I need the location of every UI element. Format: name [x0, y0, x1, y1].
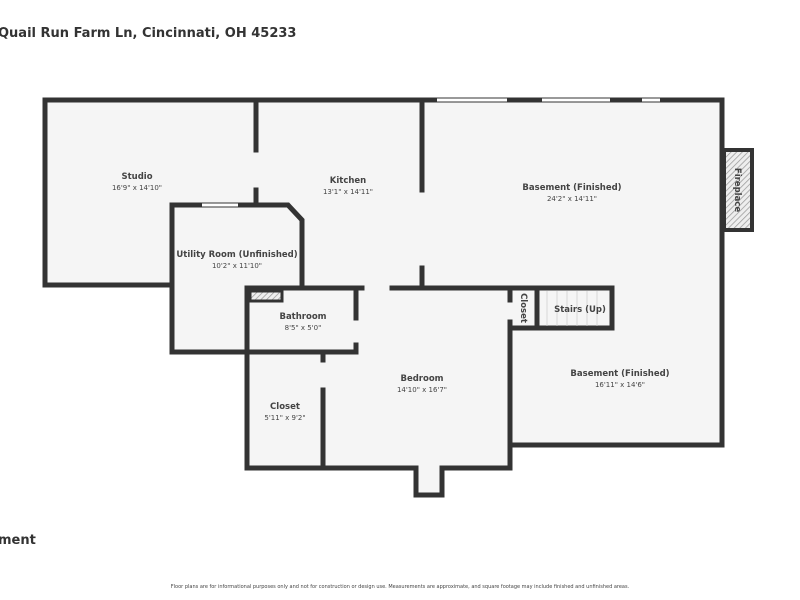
- room-basement-south: Basement (Finished) 16'11" x 14'6": [570, 369, 669, 389]
- room-basement-north: Basement (Finished) 24'2" x 14'11": [522, 183, 621, 203]
- floor-area: [45, 100, 722, 495]
- fireplace-label: Fireplace: [732, 168, 742, 212]
- svg-text:Basement (Finished): Basement (Finished): [522, 183, 621, 193]
- svg-text:Bathroom: Bathroom: [279, 312, 326, 322]
- walls: [42, 97, 754, 498]
- closet-label: Closet: [518, 293, 528, 323]
- svg-text:5'11" x 9'2": 5'11" x 9'2": [264, 414, 305, 422]
- svg-text:Studio: Studio: [121, 172, 152, 182]
- room-kitchen: Kitchen 13'1" x 14'11": [323, 176, 373, 196]
- svg-text:10'2" x 11'10": 10'2" x 11'10": [212, 262, 262, 270]
- room-closet: Closet 5'11" x 9'2": [264, 402, 305, 422]
- svg-text:13'1" x 14'11": 13'1" x 14'11": [323, 188, 373, 196]
- svg-text:Bedroom: Bedroom: [400, 374, 443, 384]
- floor-label: ment: [0, 533, 36, 548]
- svg-text:16'9" x 14'10": 16'9" x 14'10": [112, 184, 162, 192]
- room-studio: Studio 16'9" x 14'10": [112, 172, 162, 192]
- room-bathroom: Bathroom 8'5" x 5'0": [279, 312, 326, 332]
- fireplace: [722, 148, 754, 232]
- svg-text:14'10" x 16'7": 14'10" x 16'7": [397, 386, 447, 394]
- svg-text:Utility Room (Unfinished): Utility Room (Unfinished): [176, 250, 297, 260]
- svg-text:Kitchen: Kitchen: [330, 176, 366, 186]
- svg-text:Basement (Finished): Basement (Finished): [570, 369, 669, 379]
- stairs-label: Stairs (Up): [554, 305, 606, 315]
- svg-text:Closet: Closet: [270, 402, 300, 412]
- svg-text:24'2" x 14'11": 24'2" x 14'11": [547, 195, 597, 203]
- disclaimer: Floor plans are for informational purpos…: [170, 584, 630, 590]
- room-bedroom: Bedroom 14'10" x 16'7": [397, 374, 447, 394]
- svg-text:8'5" x 5'0": 8'5" x 5'0": [285, 324, 322, 332]
- room-utility: Utility Room (Unfinished) 10'2" x 11'10": [176, 250, 297, 270]
- property-address: Quail Run Farm Ln, Cincinnati, OH 45233: [0, 26, 297, 41]
- svg-text:16'11" x 14'6": 16'11" x 14'6": [595, 381, 645, 389]
